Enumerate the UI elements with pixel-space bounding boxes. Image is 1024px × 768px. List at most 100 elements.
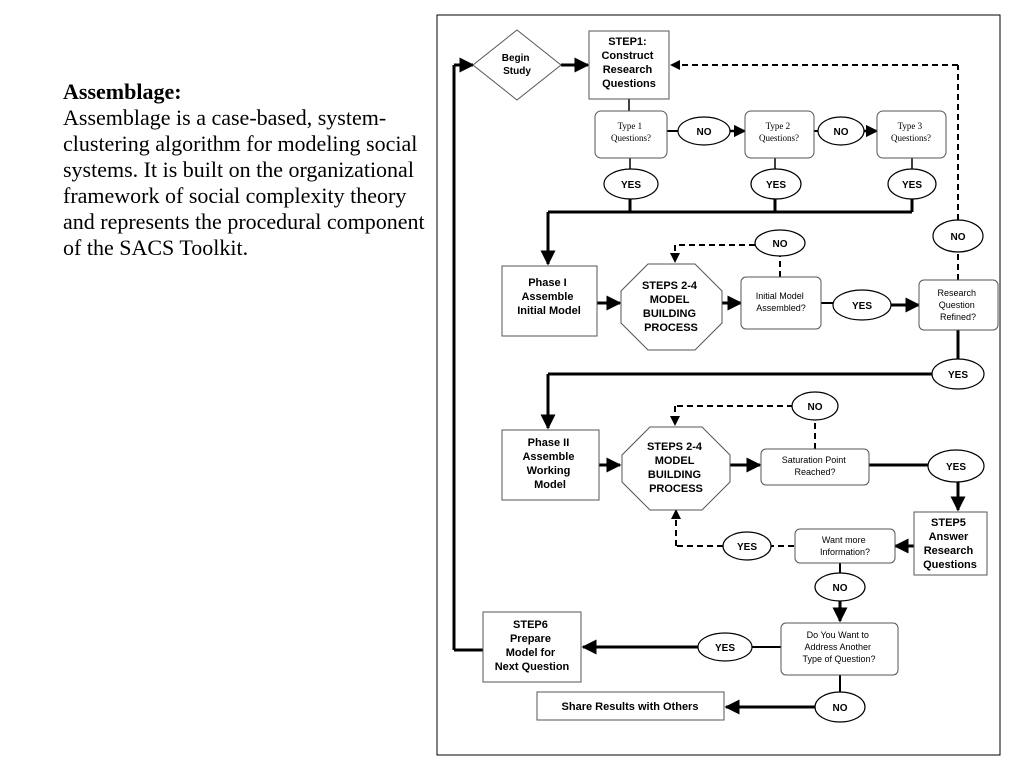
type1-line-2: Questions? bbox=[611, 133, 651, 143]
type3-line-2: Questions? bbox=[891, 133, 931, 143]
step5-line-1: STEP5 bbox=[931, 517, 966, 529]
svg-text:NO: NO bbox=[951, 232, 966, 243]
share-results-label: Share Results with Others bbox=[562, 701, 699, 713]
steps24-node-a: STEPS 2-4 MODEL BUILDING PROCESS bbox=[620, 263, 723, 351]
svg-text:Saturation Point Reached: Saturation Point Reached? bbox=[782, 455, 849, 477]
type2-line-1: Type 2 bbox=[766, 121, 791, 131]
want-more-line-2: Information? bbox=[820, 547, 870, 557]
svg-text:STEPS 2-4 MODEL BU: STEPS 2-4 MODEL BUILDING PROCESS bbox=[642, 280, 700, 334]
phase2-line-1: Phase II bbox=[528, 437, 570, 449]
no-oval-want-more: NO bbox=[814, 572, 866, 602]
yes-oval-refined: YES bbox=[931, 358, 985, 390]
step1-line-4: Questions bbox=[602, 78, 656, 90]
svg-text:Type 2 Questions?: Type 2 Questions? bbox=[759, 121, 799, 143]
step1-line-3: Research bbox=[603, 64, 653, 76]
intro-text: Assemblage: Assemblage is a case-based, … bbox=[63, 78, 433, 261]
step5-line-2: Answer bbox=[929, 531, 969, 543]
svg-text:NO: NO bbox=[697, 127, 712, 138]
begin-study-node: Begin Study bbox=[472, 29, 562, 101]
svg-text:STEP5 Answer Resea: STEP5 Answer Research Questions bbox=[923, 517, 977, 571]
no-oval-initial-model: NO bbox=[754, 229, 806, 257]
svg-text:Do You Want to Address A: Do You Want to Address Another Type of Q… bbox=[802, 630, 875, 664]
steps24b-line-3: BUILDING bbox=[648, 469, 701, 481]
share-results-node: Share Results with Others bbox=[536, 691, 725, 721]
type3-node: Type 3 Questions? bbox=[876, 110, 947, 159]
svg-text:NO: NO bbox=[834, 127, 849, 138]
svg-text:Want more Information?: Want more Information? bbox=[820, 535, 870, 557]
want-more-node: Want more Information? bbox=[794, 528, 896, 564]
svg-text:YES: YES bbox=[621, 180, 641, 191]
type2-node: Type 2 Questions? bbox=[744, 110, 815, 159]
begin-line-2: Study bbox=[503, 66, 531, 77]
svg-text:NO: NO bbox=[833, 703, 848, 714]
begin-line-1: Begin bbox=[502, 53, 530, 64]
connectors bbox=[452, 57, 966, 715]
yes-oval-type2: YES bbox=[750, 168, 802, 200]
svg-text:YES: YES bbox=[948, 370, 968, 381]
no-oval-type1: NO bbox=[677, 116, 731, 146]
phase2-line-4: Model bbox=[534, 479, 566, 491]
step1-line-1: STEP1: bbox=[608, 36, 647, 48]
yes-oval-type3: YES bbox=[887, 168, 937, 200]
step6-node: STEP6 Prepare Model for Next Question bbox=[482, 611, 582, 683]
svg-text:NO: NO bbox=[833, 583, 848, 594]
saturation-line-2: Reached? bbox=[794, 467, 835, 477]
svg-text:Begin Study: Begin Study bbox=[502, 53, 533, 77]
svg-text:YES: YES bbox=[715, 643, 735, 654]
intro-title: Assemblage: bbox=[63, 79, 182, 104]
want-more-line-1: Want more bbox=[822, 535, 866, 545]
step5-node: STEP5 Answer Research Questions bbox=[913, 511, 988, 576]
yes-oval-address-another: YES bbox=[697, 632, 753, 662]
rq-refined-line-2: Question bbox=[939, 300, 975, 310]
yes-oval-saturation: YES bbox=[927, 449, 985, 483]
step1-node: STEP1: Construct Research Questions bbox=[588, 30, 670, 100]
phase2-line-3: Working bbox=[527, 465, 571, 477]
intro-body: Assemblage is a case-based, system-clust… bbox=[63, 105, 425, 260]
address-another-line-2: Address Another bbox=[804, 642, 871, 652]
steps24b-line-4: PROCESS bbox=[649, 483, 703, 495]
svg-text:YES: YES bbox=[902, 180, 922, 191]
step6-line-3: Model for bbox=[506, 647, 556, 659]
no-oval-address-another: NO bbox=[814, 691, 866, 723]
phase2-node: Phase II Assemble Working Model bbox=[501, 429, 600, 501]
type3-line-1: Type 3 bbox=[898, 121, 923, 131]
address-another-line-1: Do You Want to bbox=[807, 630, 869, 640]
saturation-node: Saturation Point Reached? bbox=[760, 448, 870, 486]
svg-text:STEPS 2-4 MODEL BU: STEPS 2-4 MODEL BUILDING PROCESS bbox=[647, 441, 705, 495]
step6-line-4: Next Question bbox=[495, 661, 570, 673]
steps24a-line-1: STEPS 2-4 bbox=[642, 280, 698, 292]
svg-text:NO: NO bbox=[773, 239, 788, 250]
phase1-node: Phase I Assemble Initial Model bbox=[501, 265, 598, 337]
initial-model-node: Initial Model Assembled? bbox=[740, 276, 822, 330]
step5-line-3: Research bbox=[924, 545, 974, 557]
phase2-line-2: Assemble bbox=[522, 451, 574, 463]
steps24b-line-2: MODEL bbox=[655, 455, 695, 467]
address-another-line-3: Type of Question? bbox=[802, 654, 875, 664]
steps24a-line-3: BUILDING bbox=[643, 308, 696, 320]
type1-node: Type 1 Questions? bbox=[594, 110, 668, 159]
yes-oval-want-more: YES bbox=[722, 531, 772, 561]
initial-model-line-1: Initial Model bbox=[756, 291, 804, 301]
no-oval-type2: NO bbox=[817, 116, 865, 146]
rq-refined-line-1: Research bbox=[937, 288, 976, 298]
phase1-line-1: Phase I bbox=[528, 277, 567, 289]
type2-line-2: Questions? bbox=[759, 133, 799, 143]
no-oval-saturation: NO bbox=[791, 391, 839, 421]
svg-text:Phase I Assemble I: Phase I Assemble Initial Model bbox=[517, 277, 581, 317]
svg-text:NO: NO bbox=[808, 402, 823, 413]
yes-oval-initial-model: YES bbox=[832, 289, 892, 321]
saturation-line-1: Saturation Point bbox=[782, 455, 847, 465]
svg-text:STEP1: Construct R: STEP1: Construct Research Questions bbox=[601, 36, 656, 90]
svg-text:STEP6 Prepare Mode: STEP6 Prepare Model for Next Question bbox=[495, 619, 570, 673]
diagram-frame bbox=[436, 14, 1001, 756]
svg-text:YES: YES bbox=[766, 180, 786, 191]
initial-model-line-2: Assembled? bbox=[756, 303, 806, 313]
no-oval-refined: NO bbox=[932, 219, 984, 253]
svg-text:YES: YES bbox=[737, 542, 757, 553]
rq-refined-node: Research Question Refined? bbox=[918, 279, 999, 331]
address-another-node: Do You Want to Address Another Type of Q… bbox=[780, 622, 899, 676]
svg-text:YES: YES bbox=[852, 301, 872, 312]
step6-line-2: Prepare bbox=[510, 633, 551, 645]
steps24b-line-1: STEPS 2-4 bbox=[647, 441, 703, 453]
